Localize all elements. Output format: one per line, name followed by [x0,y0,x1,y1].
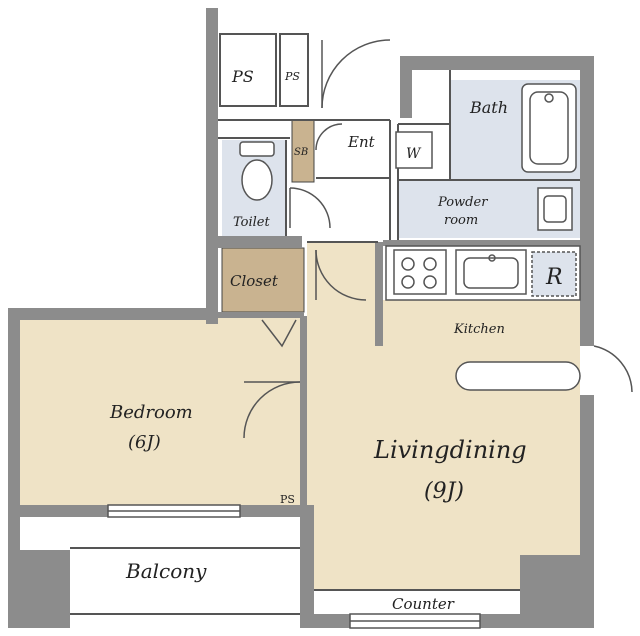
interior-lines [70,33,580,615]
label-powder-room-1: Powder [437,195,488,210]
label-w: W [406,146,422,162]
label-bedroom-1: Bedroom [109,402,193,423]
vanity-sink-icon [537,187,573,231]
peninsula-counter [455,361,581,391]
label-closet: Closet [230,272,279,290]
label-kitchen: Kitchen [453,322,505,337]
label-sb: SB [294,147,308,158]
kitchen-floor [378,300,580,358]
label-bath: Bath [469,98,508,117]
walls [8,8,594,628]
fixtures [239,83,581,391]
label-r: R [545,265,563,290]
labels: PS PS SB Ent Bath W Powder room Toilet C… [109,67,563,613]
washer-icon [395,131,433,169]
label-bedroom-2: (6J) [128,432,161,453]
stove-icon [393,249,447,295]
label-ps-bottom: PS [280,493,295,506]
entrance-door [321,39,391,109]
label-ps-large: PS [231,67,254,86]
bedroom-floor [20,316,300,505]
label-toilet: Toilet [233,215,270,230]
label-counter: Counter [392,595,455,613]
toilet-icon [239,141,275,201]
label-powder-room-2: room [444,213,478,228]
label-ps-small: PS [284,70,300,83]
kitchen-sink-icon [455,249,527,295]
label-living-1: Livingdining [373,436,527,464]
bathtub-icon [521,83,577,173]
closet-floor [221,247,305,313]
label-balcony: Balcony [125,559,207,583]
label-living-2: (9J) [424,479,464,504]
label-ent: Ent [347,133,376,151]
fridge-icon [531,251,577,297]
doors [107,39,633,629]
